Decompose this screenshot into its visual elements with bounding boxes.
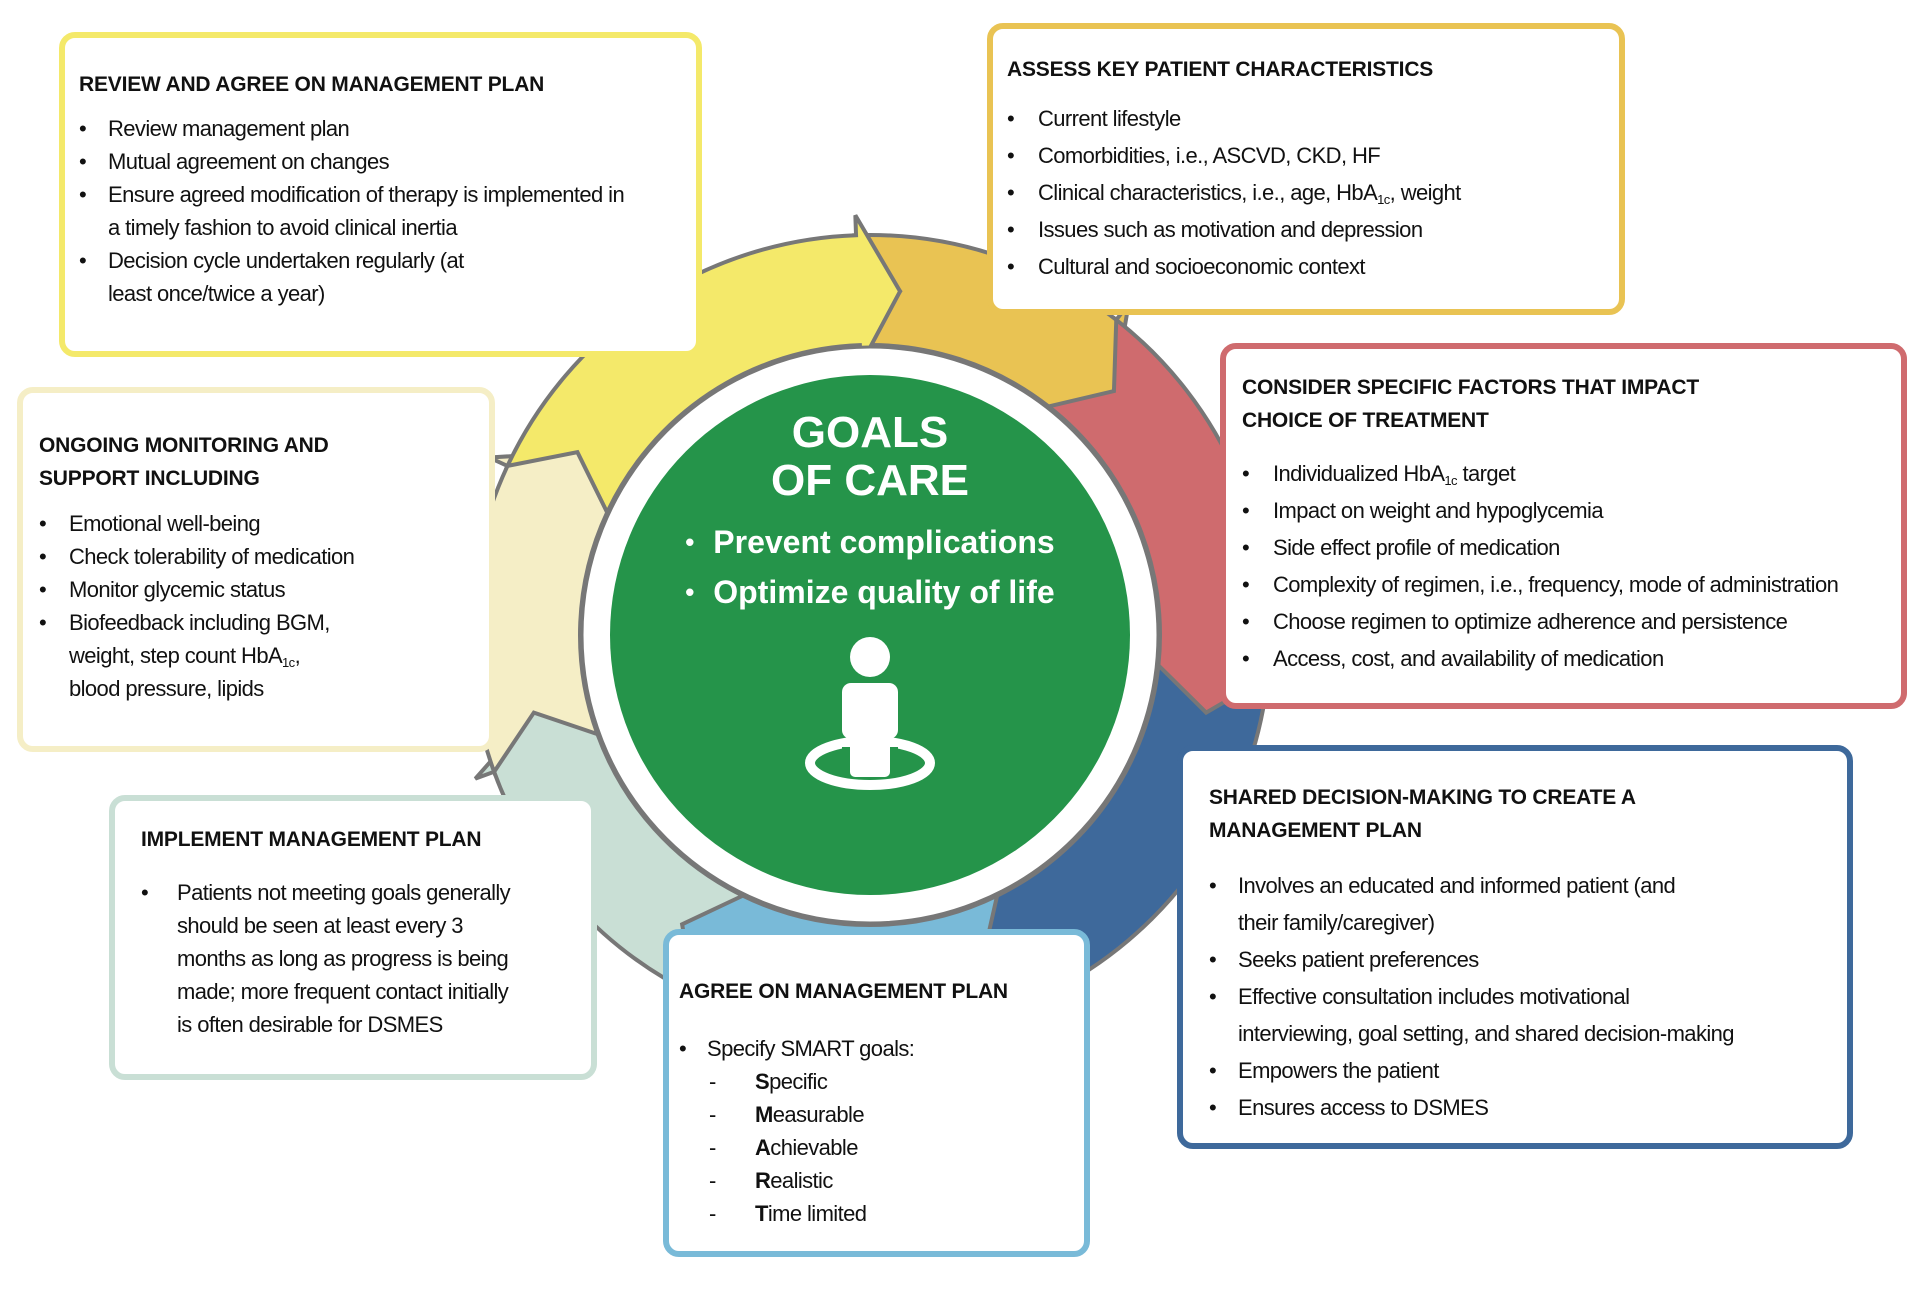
step-box-review: REVIEW AND AGREE ON MANAGEMENT PLAN Revi… xyxy=(59,32,702,357)
list-item: Impact on weight and hypoglycemia xyxy=(1242,492,1885,529)
person-on-target-icon xyxy=(805,637,935,790)
goals-of-care-circle: GOALS OF CARE Prevent complications Opti… xyxy=(610,375,1130,895)
step-items: Patients not meeting goals generally sho… xyxy=(141,876,565,1041)
smart-item: Realistic xyxy=(709,1164,1074,1197)
step-items: Specify SMART goals: xyxy=(679,1032,1074,1065)
list-item: Side effect profile of medication xyxy=(1242,529,1885,566)
step-title: ASSESS KEY PATIENT CHARACTERISTICS xyxy=(1007,58,1434,81)
list-item: Comorbidities, i.e., ASCVD, CKD, HF xyxy=(1007,137,1605,174)
center-title-line1: GOALS xyxy=(791,408,949,457)
smart-item: Specific xyxy=(709,1065,1074,1098)
list-item: Mutual agreement on changes xyxy=(79,145,682,178)
step-box-implement: IMPLEMENT MANAGEMENT PLAN Patients not m… xyxy=(109,795,597,1080)
list-item: Cultural and socioeconomic context xyxy=(1007,248,1605,285)
list-item: Choose regimen to optimize adherence and… xyxy=(1242,603,1885,640)
goals-list: Prevent complications Optimize quality o… xyxy=(685,517,1054,617)
list-item: Access, cost, and availability of medica… xyxy=(1242,640,1885,677)
list-item: Decision cycle undertaken regularly (at … xyxy=(79,244,468,310)
step-title: IMPLEMENT MANAGEMENT PLAN xyxy=(141,828,482,851)
goal-item: Optimize quality of life xyxy=(685,567,1054,617)
step-items: Current lifestyle Comorbidities, i.e., A… xyxy=(1007,100,1605,285)
list-item: Check tolerability of medication xyxy=(39,540,473,573)
smart-goals-list: Specific Measurable Achievable Realistic… xyxy=(679,1065,1074,1230)
step-items: Individualized HbA1c target Impact on we… xyxy=(1242,455,1885,677)
smart-item: Time limited xyxy=(709,1197,1074,1230)
list-item: Issues such as motivation and depression xyxy=(1007,211,1605,248)
center-title-line2: OF CARE xyxy=(771,456,969,505)
step-items: Involves an educated and informed patien… xyxy=(1209,867,1821,1126)
list-item: Patients not meeting goals generally sho… xyxy=(141,876,517,1041)
step-title: AGREE ON MANAGEMENT PLAN xyxy=(679,980,1008,1003)
step-items: Emotional well-being Check tolerability … xyxy=(39,507,473,705)
step-box-agree: AGREE ON MANAGEMENT PLAN Specify SMART g… xyxy=(663,929,1090,1257)
step-title: REVIEW AND AGREE ON MANAGEMENT PLAN xyxy=(79,73,545,96)
list-item: Empowers the patient xyxy=(1209,1052,1821,1089)
list-item: Emotional well-being xyxy=(39,507,473,540)
list-item: Complexity of regimen, i.e., frequency, … xyxy=(1242,566,1885,603)
list-item: Involves an educated and informed patien… xyxy=(1209,867,1708,941)
list-item: Seeks patient preferences xyxy=(1209,941,1821,978)
step-box-assess: ASSESS KEY PATIENT CHARACTERISTICS Curre… xyxy=(987,23,1625,315)
list-item: Ensures access to DSMES xyxy=(1209,1089,1821,1126)
list-item: Effective consultation includes motivati… xyxy=(1209,978,1738,1052)
smart-item: Achievable xyxy=(709,1131,1074,1164)
step-items: Review management plan Mutual agreement … xyxy=(79,112,682,310)
list-item: Biofeedback including BGM, weight, step … xyxy=(39,606,349,705)
list-item: Clinical characteristics, i.e., age, HbA… xyxy=(1007,174,1605,211)
list-item: Ensure agreed modification of therapy is… xyxy=(79,178,628,244)
smart-item: Measurable xyxy=(709,1098,1074,1131)
list-item: Individualized HbA1c target xyxy=(1242,455,1885,492)
list-item: Specify SMART goals: xyxy=(679,1032,1074,1065)
list-item: Monitor glycemic status xyxy=(39,573,473,606)
list-item: Review management plan xyxy=(79,112,682,145)
goal-item: Prevent complications xyxy=(685,517,1054,567)
list-item: Current lifestyle xyxy=(1007,100,1605,137)
